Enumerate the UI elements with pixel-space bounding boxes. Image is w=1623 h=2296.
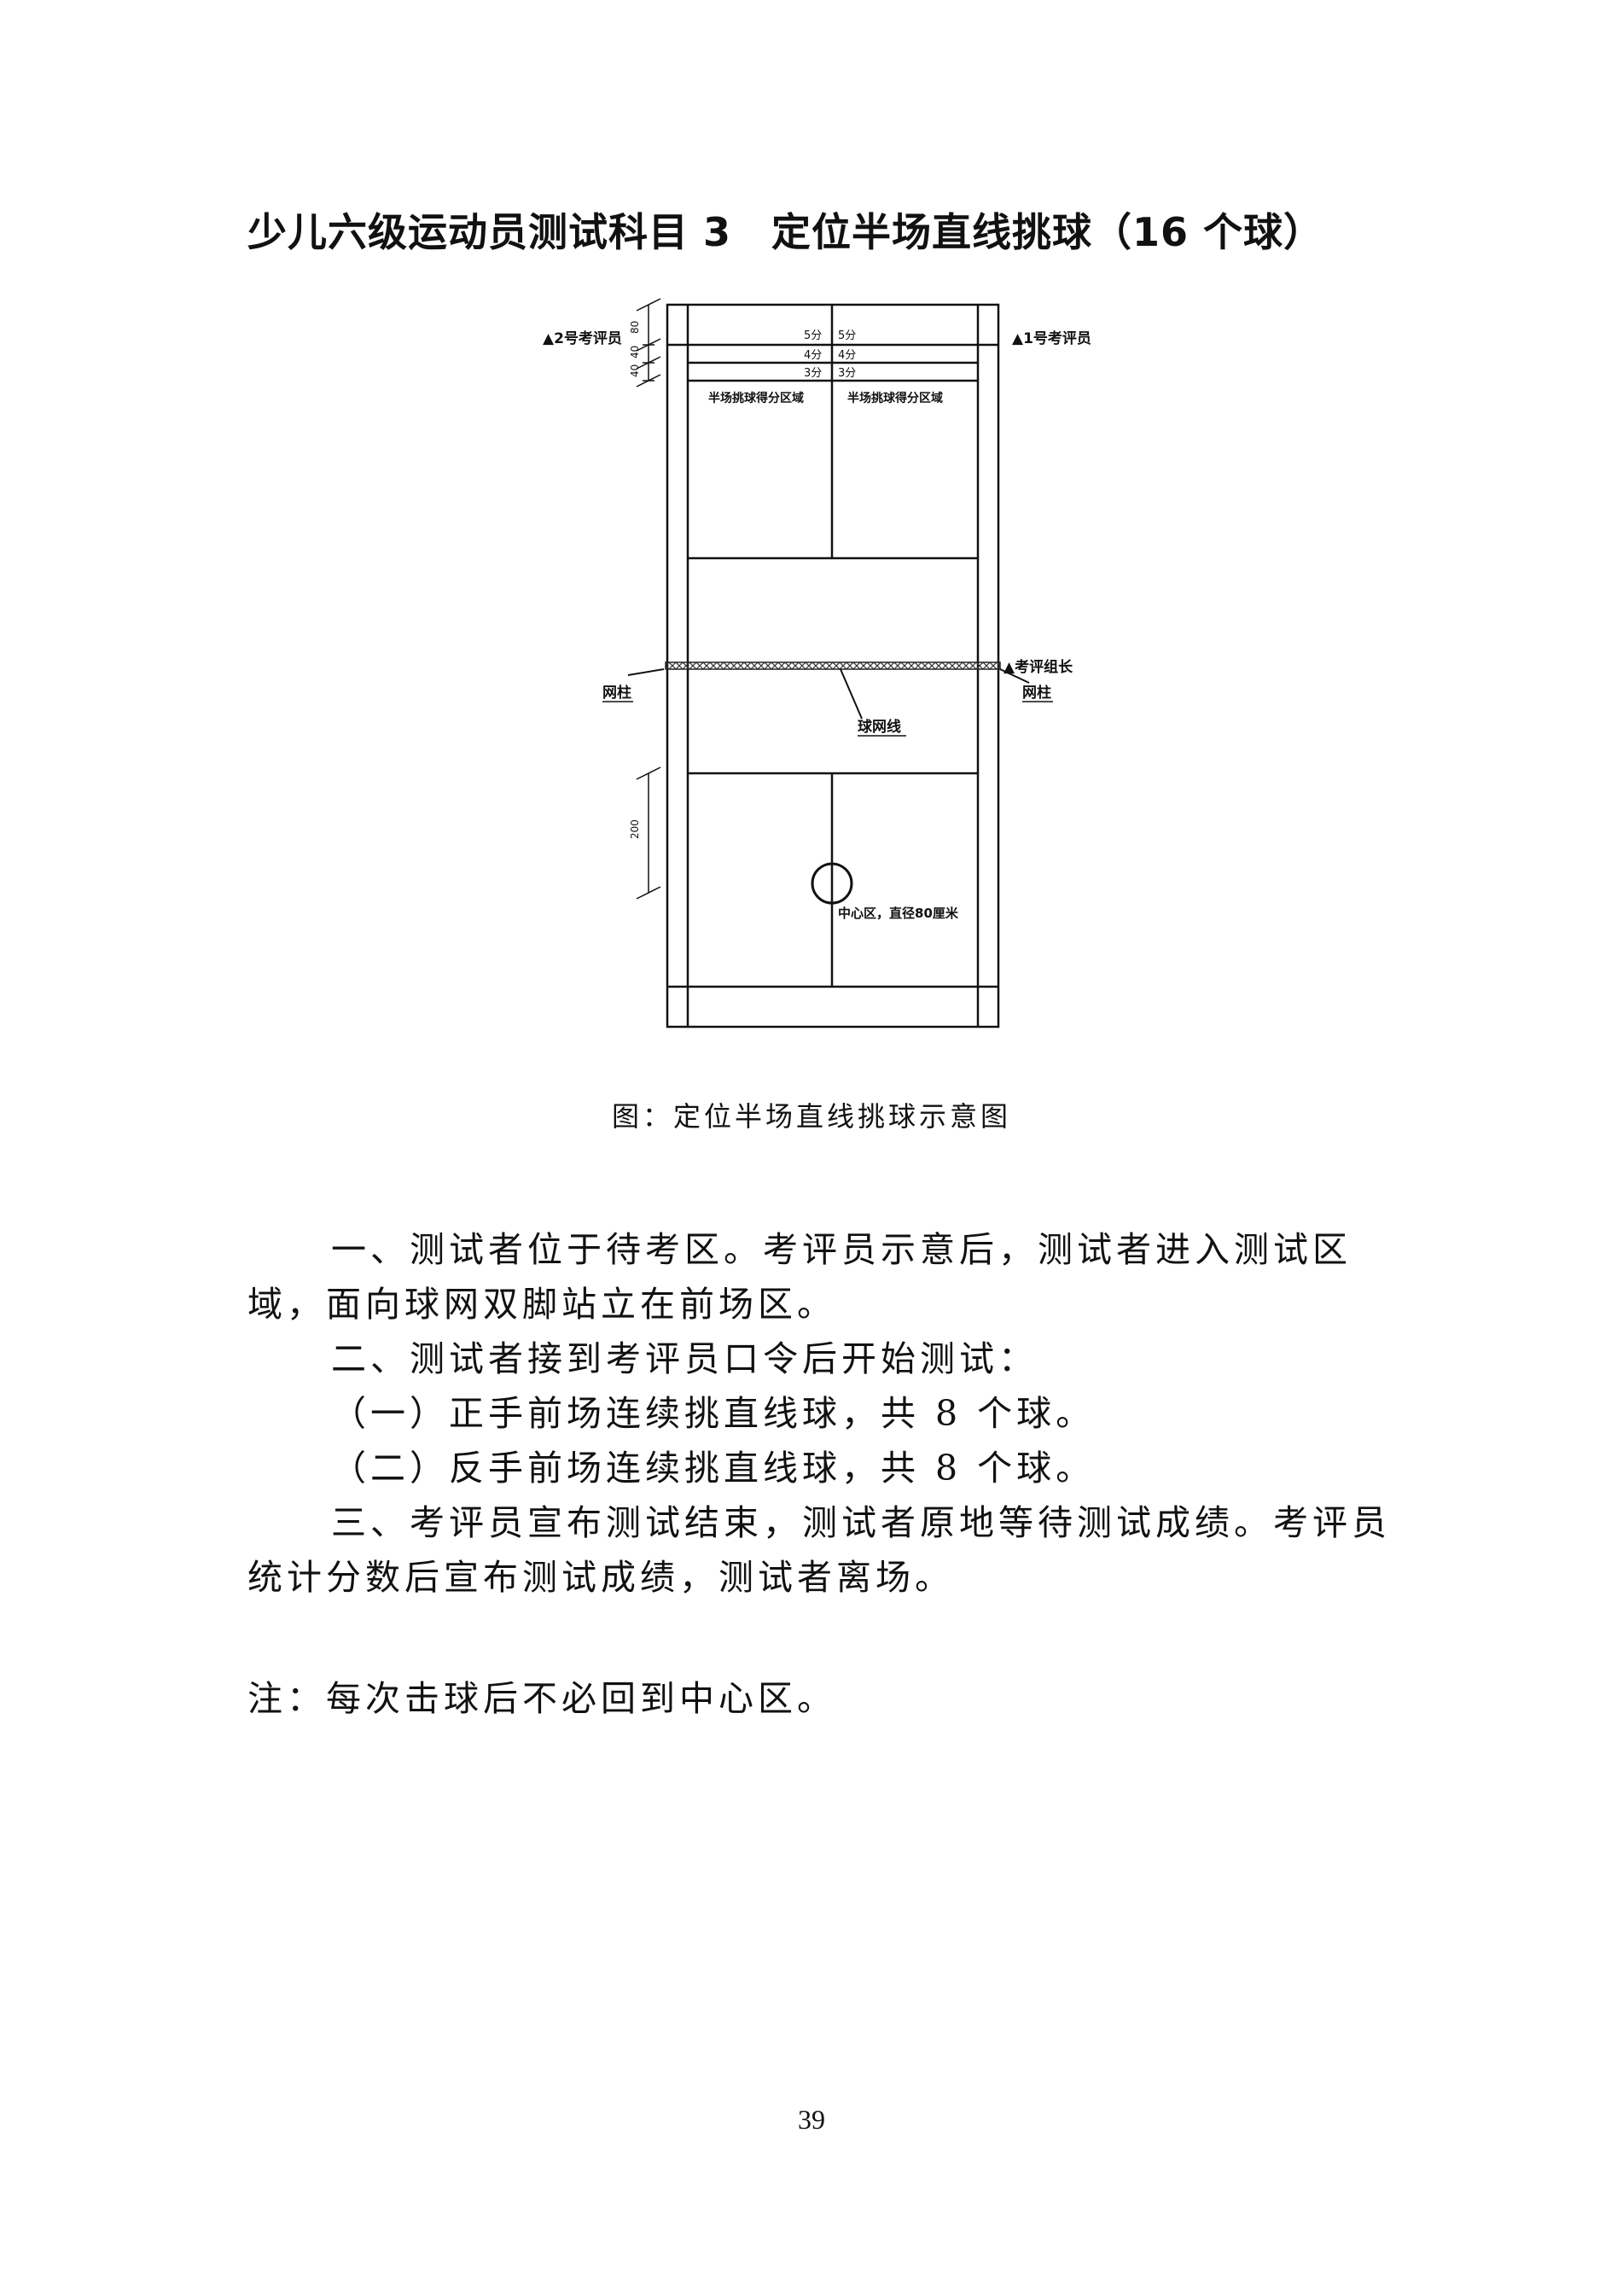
net-line	[665, 661, 1001, 670]
judge2-label: ▲2号考评员	[543, 329, 622, 347]
zone-label-right: 半场挑球得分区域	[847, 391, 943, 405]
paragraph-1: 一、测试者位于待考区。考评员示意后，测试者进入测试区域，面向球网双脚站立在前场区…	[247, 1229, 1352, 1325]
zone-label-left: 半场挑球得分区域	[708, 391, 804, 405]
page-title: 少儿六级运动员测试科目 3 定位半场直线挑球（16 个球）	[247, 209, 1324, 255]
paragraph-3: （一）正手前场连续挑直线球，共 8 个球。	[331, 1393, 1096, 1434]
post-label-left: 网柱	[602, 684, 631, 702]
center-circle	[811, 862, 853, 905]
court-diagram: 80 40 40 200 5分 5分 4分 4分 3分 3分 半场挑球得分区域 …	[543, 298, 1091, 1029]
dim-40b: 40	[629, 364, 641, 377]
note: 注：每次击球后不必回到中心区。	[247, 1678, 836, 1719]
post-label-right: 网柱	[1022, 684, 1051, 702]
paragraph-2: 二、测试者接到考评员口令后开始测试：	[331, 1338, 1038, 1379]
paragraph-5: 三、考评员宣布测试结束，测试者原地等待测试成绩。考评员统计分数后宣布测试成绩，测…	[247, 1502, 1391, 1598]
dim-80: 80	[629, 321, 641, 334]
score5-right: 5分	[838, 329, 856, 342]
page-number: 39	[798, 2104, 825, 2135]
dim-200: 200	[629, 819, 641, 839]
dim-40a: 40	[629, 346, 641, 358]
judge1-label: ▲1号考评员	[1012, 329, 1091, 347]
score3-right: 3分	[838, 367, 856, 380]
dimension-lines	[636, 298, 661, 900]
center-zone-label: 中心区，直径80厘米	[838, 906, 959, 921]
figure-caption: 图：定位半场直线挑球示意图	[611, 1100, 1011, 1133]
court-lines	[666, 303, 1000, 1029]
paragraph-4: （二）反手前场连续挑直线球，共 8 个球。	[331, 1448, 1096, 1489]
net-line-label: 球网线	[858, 718, 901, 736]
chief-judge-label: ▲考评组长	[1003, 658, 1073, 676]
score5-left: 5分	[804, 329, 822, 342]
score3-left: 3分	[804, 367, 822, 380]
score4-left: 4分	[804, 349, 822, 362]
score4-right: 4分	[838, 349, 856, 362]
